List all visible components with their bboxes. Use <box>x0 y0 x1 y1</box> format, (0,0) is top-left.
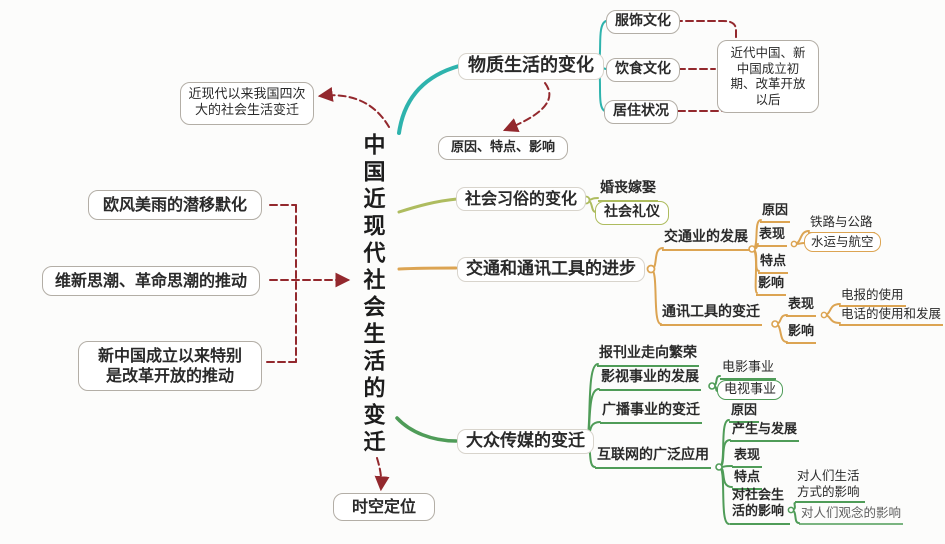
node-traffic-manifest[interactable]: 表现 <box>757 227 788 248</box>
node-tv-industry[interactable]: 电视事业 <box>717 380 784 401</box>
branch-mass-media[interactable]: 大众传媒的变迁 <box>457 429 594 455</box>
cause-new-china-box[interactable]: 新中国成立以来特别是改革开放的推动 <box>78 341 262 391</box>
node-clothing-culture[interactable]: 服饰文化 <box>606 10 680 34</box>
node-internet-social-impact[interactable]: 对社会生活的影响 <box>730 488 790 525</box>
node-film-industry[interactable]: 电影事业 <box>720 360 777 381</box>
root-topic[interactable]: 中国近现代社会生活的变迁 <box>359 133 385 457</box>
material-note-box[interactable]: 原因、特点、影响 <box>438 136 569 161</box>
cause-westernization-box[interactable]: 欧风美雨的潜移默化 <box>88 190 263 220</box>
node-radio-change[interactable]: 广播事业的变迁 <box>600 402 702 424</box>
node-internet-cause[interactable]: 原因 <box>729 403 760 424</box>
node-film-tv-development[interactable]: 影视事业的发展 <box>599 369 701 391</box>
node-internet-feature[interactable]: 特点 <box>732 470 763 491</box>
node-impact-lifestyle[interactable]: 对人们生活方式的影响 <box>795 468 865 504</box>
overview-note-box[interactable]: 近现代以来我国四次大的社会生活变迁 <box>180 82 314 125</box>
node-food-culture[interactable]: 饮食文化 <box>606 58 680 82</box>
node-traffic-feature[interactable]: 特点 <box>758 254 789 275</box>
branch-material-life[interactable]: 物质生活的变化 <box>458 53 604 80</box>
cause-reform-thought-box[interactable]: 维新思潮、革命思潮的推动 <box>42 266 261 296</box>
node-press-prosperity[interactable]: 报刊业走向繁荣 <box>597 345 699 367</box>
node-traffic-impact[interactable]: 影响 <box>756 276 787 297</box>
node-telecom-change[interactable]: 通讯工具的变迁 <box>660 304 762 326</box>
node-telecom-impact[interactable]: 影响 <box>786 324 817 345</box>
node-telephone-use[interactable]: 电话的使用和发展 <box>839 306 944 326</box>
node-traffic-cause[interactable]: 原因 <box>760 203 791 224</box>
node-water-air[interactable]: 水运与航空 <box>804 232 881 252</box>
timespace-box[interactable]: 时空定位 <box>333 493 436 521</box>
node-weddings-funerals[interactable]: 婚丧嫁娶 <box>598 180 658 202</box>
branch-social-customs[interactable]: 社会习俗的变化 <box>456 187 587 211</box>
branch-transport-telecom[interactable]: 交通和通讯工具的进步 <box>457 257 645 283</box>
node-internet-application[interactable]: 互联网的广泛应用 <box>595 447 711 469</box>
node-internet-emergence[interactable]: 产生与发展 <box>730 422 800 443</box>
period-note-box[interactable]: 近代中国、新中国成立初期、改革开放以后 <box>717 40 819 113</box>
node-telecom-manifest[interactable]: 表现 <box>786 297 817 318</box>
node-rail-road[interactable]: 铁路与公路 <box>808 214 875 234</box>
node-housing-status[interactable]: 居住状况 <box>604 100 678 124</box>
node-traffic-development[interactable]: 交通业的发展 <box>662 229 750 251</box>
node-telegraph-use[interactable]: 电报的使用 <box>839 287 906 307</box>
node-social-etiquette[interactable]: 社会礼仪 <box>595 201 669 225</box>
node-internet-manifest[interactable]: 表现 <box>732 448 763 469</box>
node-impact-ideas[interactable]: 对人们观念的影响 <box>799 505 904 525</box>
